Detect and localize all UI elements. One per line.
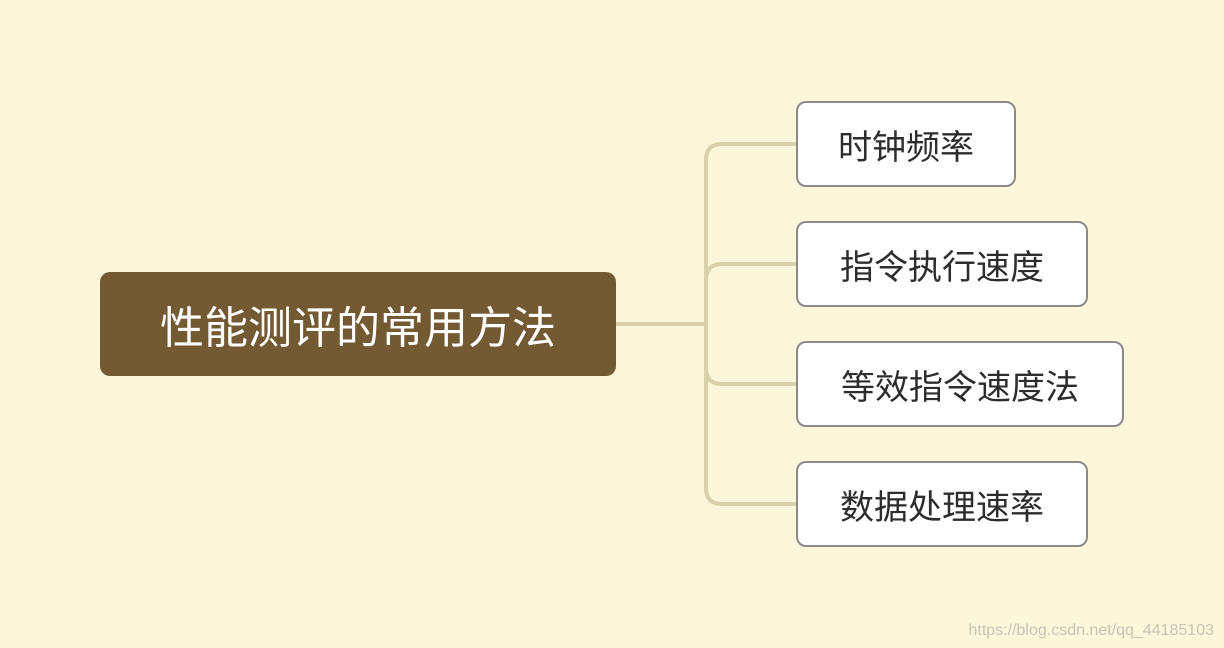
central-topic-label: 性能测评的常用方法: [160, 303, 556, 354]
subtopic-label: 时钟频率: [838, 127, 974, 168]
connector-branch-1: [704, 262, 798, 326]
subtopic-label: 数据处理速率: [840, 487, 1044, 528]
connector-branch-2: [704, 322, 798, 386]
subtopic-node-equivalent-instruction-speed[interactable]: 等效指令速度法: [796, 341, 1124, 427]
subtopic-label: 等效指令速度法: [841, 367, 1079, 408]
watermark-text: https://blog.csdn.net/qq_44185103: [968, 622, 1214, 639]
subtopic-node-instruction-execution-speed[interactable]: 指令执行速度: [796, 221, 1088, 307]
subtopic-node-data-processing-rate[interactable]: 数据处理速率: [796, 461, 1088, 547]
subtopic-node-clock-frequency[interactable]: 时钟频率: [796, 101, 1016, 187]
connector-branch-0: [704, 142, 798, 326]
connector-branch-3: [704, 322, 798, 506]
central-topic-node[interactable]: 性能测评的常用方法: [100, 272, 616, 376]
subtopic-label: 指令执行速度: [840, 247, 1044, 288]
